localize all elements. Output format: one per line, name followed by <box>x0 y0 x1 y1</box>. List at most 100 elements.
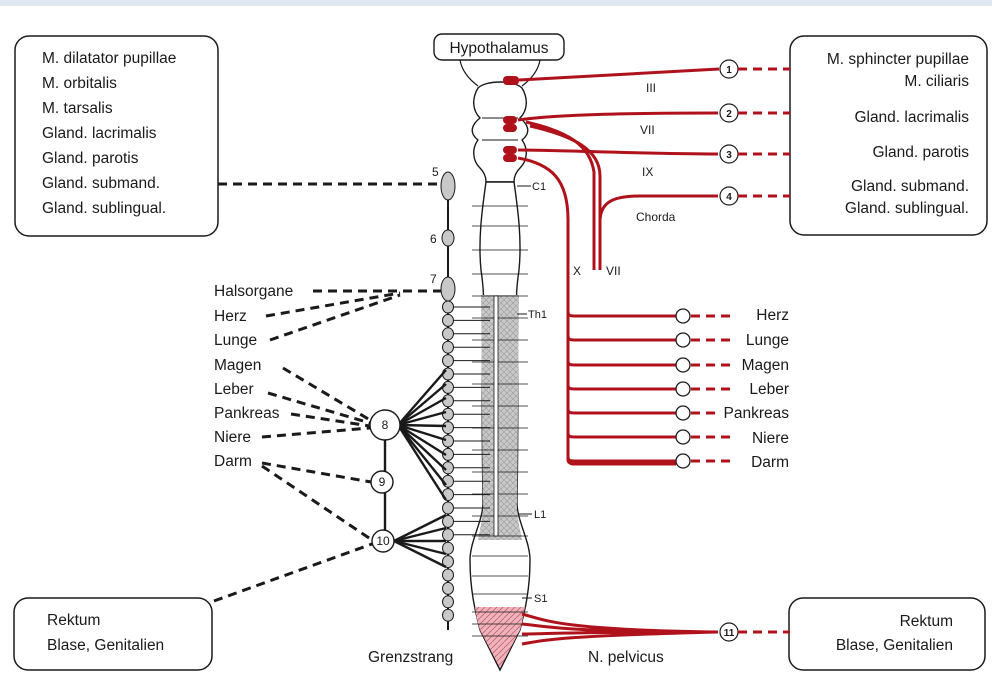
right-organ-niere: Niere <box>752 430 789 447</box>
fan-line-10 <box>393 526 447 543</box>
right-bottom-line-1: Rektum <box>900 613 953 630</box>
dash-pankreas <box>290 412 371 428</box>
chain-ganglion <box>442 394 454 408</box>
nucleus-vii-b <box>503 124 517 132</box>
level-l1: L1 <box>534 509 546 521</box>
left-organ-leber: Leber <box>214 381 254 398</box>
hypothalamus-box <box>433 33 565 61</box>
sacral-segment <box>475 607 525 668</box>
left-organ-labels: Halsorgane Herz Lunge Magen Leber Pankre… <box>214 283 293 470</box>
vagus-branch <box>566 384 676 391</box>
nerve-iii-line <box>518 67 720 82</box>
vagus-branch <box>566 456 676 463</box>
left-organ-darm: Darm <box>214 453 252 470</box>
left-organ-pankreas: Pankreas <box>214 405 280 422</box>
box-left-top <box>14 35 219 237</box>
nucleus-iii <box>503 76 519 85</box>
box-right-bottom <box>788 597 986 671</box>
left-top-line-6: Gland. submand. <box>42 175 160 192</box>
chain-ganglion <box>442 421 454 435</box>
ganglion-6 <box>441 229 455 247</box>
left-top-box-text: M. dilatator pupillae M. orbitalis M. ta… <box>42 50 176 217</box>
vagus-branch <box>566 360 676 367</box>
circle-11-number: 11 <box>724 628 735 639</box>
left-organ-lunge: Lunge <box>214 332 257 349</box>
n-pelvicus-label: N. pelvicus <box>588 649 664 666</box>
dash-darm-9 <box>261 461 372 484</box>
nucleus-vii-a <box>503 116 517 124</box>
fan-line-8 <box>397 410 447 427</box>
chain-ganglion <box>442 354 454 368</box>
ganglion-5-number: 5 <box>432 165 439 179</box>
nerve-ix-line <box>517 148 719 156</box>
dash-rektum <box>213 542 373 603</box>
ganglion-7 <box>440 276 456 302</box>
circle-1-number: 1 <box>726 65 732 76</box>
fan-line-8 <box>397 424 447 486</box>
fan-line-8 <box>397 423 447 457</box>
chain-ganglion <box>442 528 454 542</box>
right-organ-darm: Darm <box>751 454 789 471</box>
right-top-4a: Gland. submand. <box>851 178 969 195</box>
fan-line-8 <box>397 383 447 426</box>
top-bar <box>0 0 992 6</box>
circle-10 <box>371 529 395 553</box>
grenzstrang-label: Grenzstrang <box>368 649 453 666</box>
left-organ-niere: Niere <box>214 429 251 446</box>
ganglion-7-number: 7 <box>430 272 437 286</box>
left-top-line-1: M. dilatator pupillae <box>42 50 176 67</box>
ganglion-6-number: 6 <box>430 232 437 246</box>
dash-leber <box>267 391 371 425</box>
right-organ-herz: Herz <box>756 307 789 324</box>
chain-ganglion <box>442 367 454 381</box>
organ-ganglion-circle <box>675 453 691 469</box>
vagus-trunk <box>517 156 676 466</box>
circle-3-number: 3 <box>726 150 732 161</box>
right-top-2: Gland. lacrimalis <box>854 109 969 126</box>
nucleus-x <box>503 154 517 162</box>
lateral-horn-line <box>493 295 499 537</box>
left-bottom-line-2: Blase, Genitalien <box>47 637 164 654</box>
nerve-vii-line <box>517 111 719 122</box>
preganglionic-fans <box>393 369 448 569</box>
rami-communicantes <box>453 306 490 536</box>
organ-ganglion-circle <box>675 381 691 397</box>
nerve-iii-label: III <box>646 81 656 95</box>
left-top-line-5: Gland. parotis <box>42 150 139 167</box>
left-top-line-3: M. tarsalis <box>42 100 113 117</box>
vagus-branches <box>566 308 735 469</box>
hypothalamus-stalk <box>459 59 541 87</box>
dash-darm-10 <box>261 464 373 542</box>
right-organ-labels: Herz Lunge Magen Leber Pankreas Niere Da… <box>724 307 790 471</box>
chain-ganglion <box>442 541 454 555</box>
postganglionic-dashes-left <box>213 289 441 603</box>
circle-9-number: 9 <box>379 475 386 489</box>
circle-2-number: 2 <box>726 109 732 120</box>
left-organ-halsorgane: Halsorgane <box>214 283 293 300</box>
fan-line-10 <box>393 539 447 556</box>
left-top-line-4: Gland. lacrimalis <box>42 125 157 142</box>
chain-ganglion <box>442 300 454 314</box>
chain-ganglion <box>442 501 454 515</box>
nerve-ix-label: IX <box>642 165 653 179</box>
level-th1: Th1 <box>528 309 547 321</box>
box-left-bottom <box>13 597 213 671</box>
organ-ganglion-circle <box>675 357 691 373</box>
level-c1: C1 <box>532 181 546 193</box>
fan-line-10 <box>393 539 447 569</box>
left-top-line-7: Gland. sublingual. <box>42 200 166 217</box>
dash-herz <box>265 291 401 318</box>
vagus-branch <box>566 335 676 342</box>
fan-line-8 <box>397 396 447 427</box>
right-top-1b: M. ciliaris <box>904 73 969 90</box>
chain-ganglion <box>442 340 454 354</box>
fan-line-8 <box>397 369 447 426</box>
chain-ganglion <box>442 407 454 421</box>
chain-ganglion <box>442 581 454 595</box>
dash-niere <box>261 426 371 439</box>
fan-line-8 <box>397 424 447 471</box>
nerve-x-label: X <box>573 264 581 278</box>
nucleus-ix <box>503 146 517 154</box>
nerve-vii-chorda-label: VII <box>606 264 621 278</box>
right-top-3: Gland. parotis <box>873 144 970 161</box>
